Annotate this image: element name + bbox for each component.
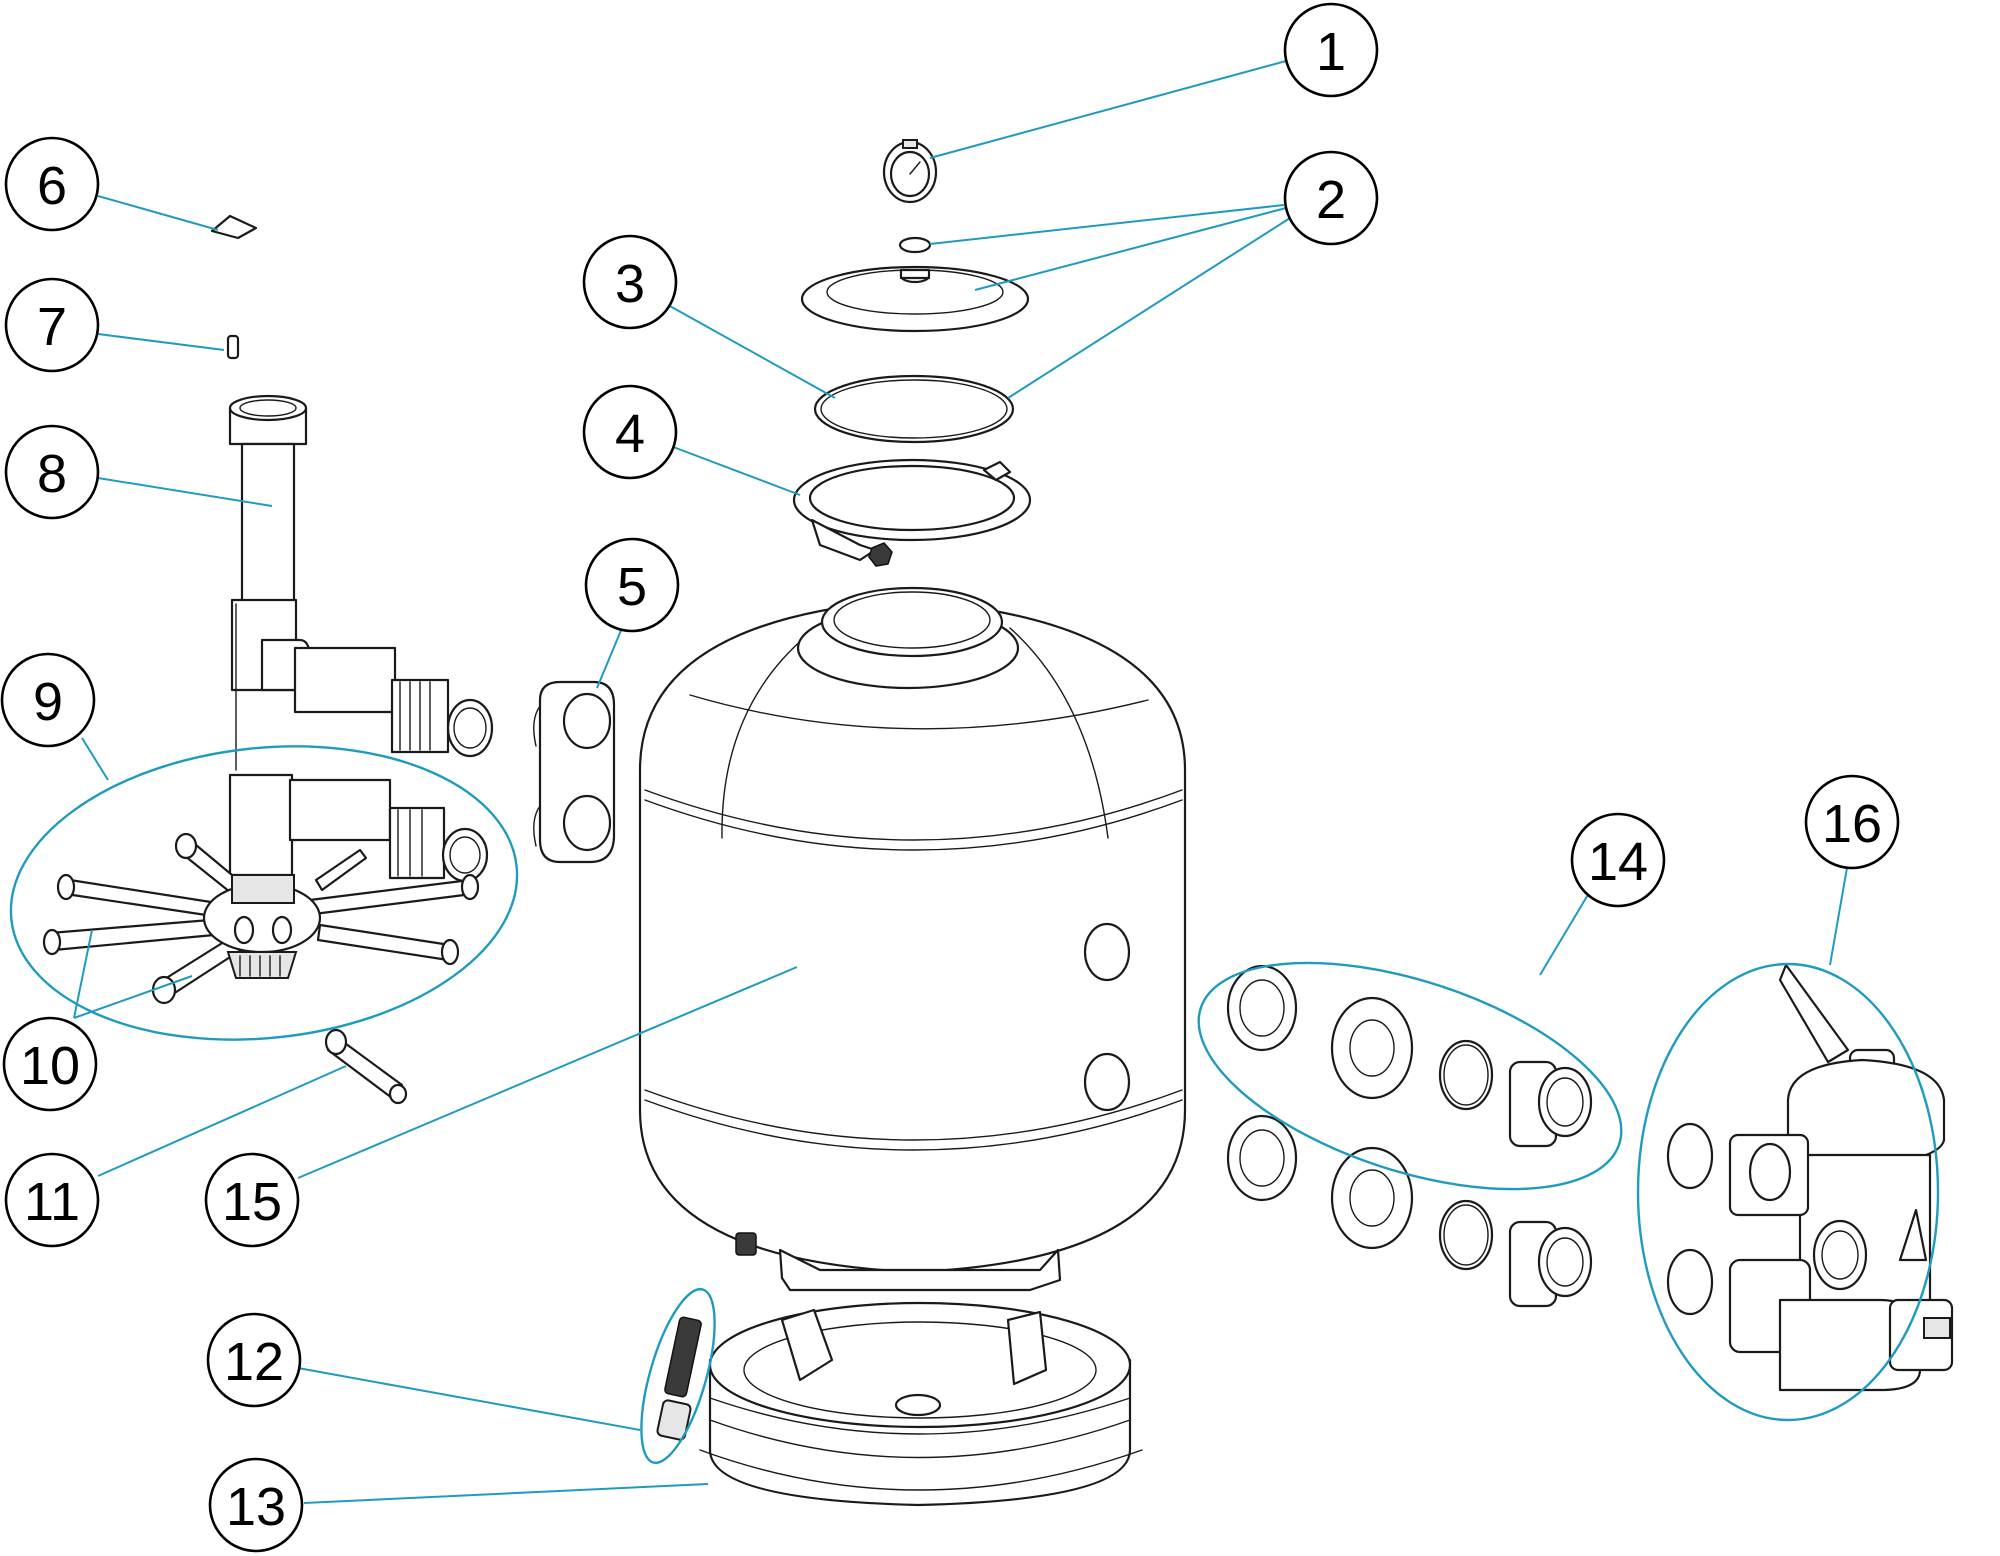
callout-label: 6 [37, 156, 67, 216]
filter-tank [638, 586, 1187, 1292]
leader-lines [73, 60, 1849, 1504]
callout-label: 15 [222, 1172, 282, 1232]
callout-7: 7 [4, 277, 100, 373]
leader-12 [297, 1367, 641, 1431]
callout-14: 14 [1570, 812, 1666, 908]
group-ring-16 [1636, 962, 1940, 1422]
filter-base [699, 1301, 1143, 1507]
callout-label: 7 [37, 297, 67, 357]
leader-13 [303, 1483, 709, 1504]
callout-label: 10 [20, 1036, 80, 1096]
callouts: 1 2 3 4 5 6 7 8 [0, 2, 1900, 1553]
leader-4 [667, 444, 801, 496]
callout-9: 9 [0, 652, 96, 748]
callout-15: 15 [204, 1152, 300, 1248]
callout-label: 4 [615, 404, 645, 464]
group-ring-9 [9, 745, 519, 1041]
callout-label: 8 [37, 444, 67, 504]
callout-label: 14 [1588, 832, 1648, 892]
leader-10b [73, 975, 193, 1019]
callout-3: 3 [582, 234, 678, 330]
callout-6: 6 [4, 136, 100, 232]
leader-3 [667, 304, 836, 399]
small-screw [226, 334, 240, 360]
leader-1 [929, 60, 1287, 159]
leader-6 [97, 195, 219, 231]
leader-15 [297, 966, 798, 1179]
callout-label: 3 [615, 254, 645, 314]
retaining-clip [210, 214, 258, 240]
leader-2c [1007, 217, 1291, 399]
drain-plug [656, 1316, 702, 1441]
leader-11 [97, 1065, 347, 1177]
leader-9 [81, 737, 109, 781]
callout-label: 1 [1316, 22, 1346, 82]
lateral-hub-assembly [42, 773, 489, 1005]
leader-8 [97, 477, 273, 507]
leader-7 [97, 333, 225, 351]
callout-13: 13 [208, 1457, 304, 1553]
leader-5 [596, 627, 623, 689]
callout-label: 2 [1316, 170, 1346, 230]
callout-label: 16 [1822, 794, 1882, 854]
callout-label: 12 [224, 1332, 284, 1392]
callout-1: 1 [1283, 2, 1379, 98]
callout-8: 8 [4, 424, 100, 520]
lid-gasket [813, 374, 1015, 444]
lid-and-oring [800, 236, 1030, 333]
callout-4: 4 [582, 384, 678, 480]
callout-label: 9 [33, 672, 63, 732]
leader-10a [73, 929, 93, 1019]
standpipe [228, 394, 494, 771]
callout-label: 11 [24, 1172, 80, 1232]
callout-16: 16 [1804, 774, 1900, 870]
union-fittings-set [1226, 964, 1593, 1308]
bulkhead-gasket [533, 680, 616, 864]
leader-16 [1829, 861, 1849, 966]
leader-14 [1539, 887, 1593, 976]
callout-10: 10 [2, 1016, 98, 1112]
callout-12: 12 [206, 1312, 302, 1408]
callout-5: 5 [584, 537, 680, 633]
callout-label: 5 [617, 557, 647, 617]
group-outlines [9, 745, 1940, 1465]
leader-2b [974, 207, 1287, 291]
callout-label: 13 [226, 1477, 286, 1537]
group-ring-14 [1197, 961, 1623, 1191]
pressure-gauge [882, 139, 938, 204]
callout-11: 11 [4, 1152, 100, 1248]
callout-2: 2 [1283, 150, 1379, 246]
spare-lateral [324, 1028, 408, 1105]
multiport-valve [1666, 963, 1954, 1392]
clamp-ring [792, 458, 1032, 567]
group-ring-12 [640, 1287, 716, 1465]
leader-2a [929, 204, 1285, 245]
